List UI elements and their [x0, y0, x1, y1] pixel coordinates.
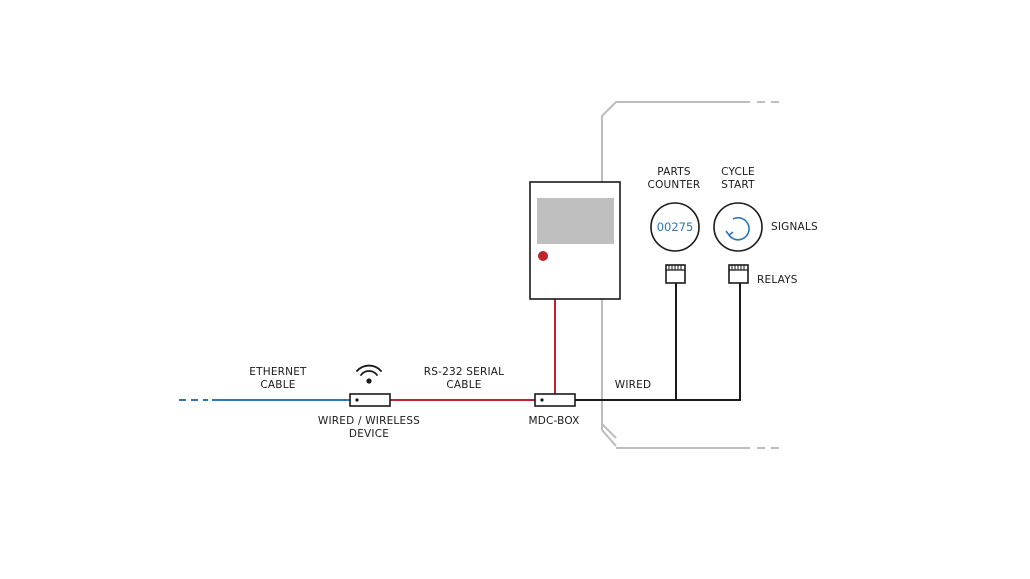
relay-parts-counter [665, 264, 686, 284]
wifi-icon [356, 364, 382, 384]
wired-label: WIRED [615, 379, 652, 391]
rs232-label-line1: RS-232 SERIAL [424, 366, 504, 378]
serial-cable [390, 299, 556, 401]
device-label-line1: WIRED / WIRELESS [318, 415, 420, 427]
signals-label: SIGNALS [771, 221, 818, 233]
machine-controller [529, 181, 621, 300]
wired-wireless-device[interactable] [349, 393, 391, 407]
refresh-icon [725, 216, 750, 241]
mdc-box-label: MDC-BOX [528, 415, 579, 427]
wired-cable [574, 283, 741, 401]
cycle-label-line1: CYCLE [721, 166, 755, 178]
ethernet-label-line1: ETHERNET [249, 366, 307, 378]
machine-outline [601, 101, 779, 449]
status-led [538, 251, 548, 261]
parts-counter: 00275 [650, 202, 700, 252]
parts-label-line1: PARTS [657, 166, 691, 178]
cycle-label-line2: START [721, 179, 755, 191]
parts-label-line2: COUNTER [648, 179, 701, 191]
mdc-box[interactable] [534, 393, 576, 407]
counter-value: 00275 [657, 220, 694, 234]
cycle-start [713, 202, 763, 252]
rs232-label-line2: CABLE [446, 379, 481, 391]
relay-cycle-start [728, 264, 749, 284]
relays-label: RELAYS [757, 274, 798, 286]
ethernet-label-line2: CABLE [260, 379, 295, 391]
device-label-line2: DEVICE [349, 428, 389, 440]
controller-screen [537, 198, 614, 244]
